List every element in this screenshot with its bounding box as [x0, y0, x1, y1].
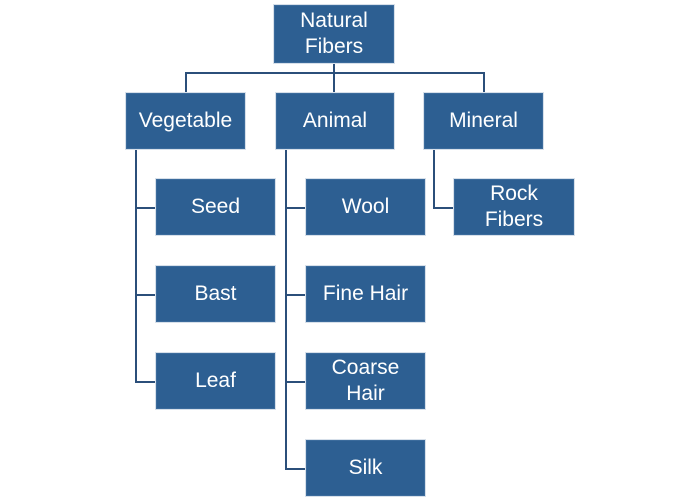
- connector-mineral-trunk: [433, 150, 435, 209]
- connector-animal-coarse-hair: [285, 381, 305, 383]
- node-fine-hair: Fine Hair: [305, 265, 426, 323]
- node-vegetable: Vegetable: [125, 92, 246, 150]
- connector-bus-mineral: [483, 72, 485, 92]
- node-bast: Bast: [155, 265, 276, 323]
- node-silk: Silk: [305, 439, 426, 497]
- node-seed: Seed: [155, 178, 276, 236]
- connector-animal-wool: [285, 207, 305, 209]
- connector-vegetable-leaf: [135, 381, 155, 383]
- node-rock-fibers: Rock Fibers: [453, 178, 575, 236]
- connector-animal-fine-hair: [285, 294, 305, 296]
- node-natural-fibers: Natural Fibers: [273, 4, 395, 64]
- connector-bus-vegetable: [185, 72, 187, 92]
- node-mineral: Mineral: [423, 92, 544, 150]
- connector-root-bus: [185, 72, 485, 74]
- node-animal: Animal: [275, 92, 395, 150]
- connector-vegetable-bast: [135, 294, 155, 296]
- connector-vegetable-trunk: [135, 150, 137, 383]
- connector-animal-silk: [285, 468, 305, 470]
- connector-animal-trunk: [285, 150, 287, 470]
- connector-mineral-rock-fibers: [433, 207, 453, 209]
- connector-root-down: [333, 64, 335, 73]
- node-wool: Wool: [305, 178, 426, 236]
- connector-vegetable-seed: [135, 207, 155, 209]
- node-coarse-hair: Coarse Hair: [305, 352, 426, 410]
- node-leaf: Leaf: [155, 352, 276, 410]
- connector-bus-animal: [333, 72, 335, 92]
